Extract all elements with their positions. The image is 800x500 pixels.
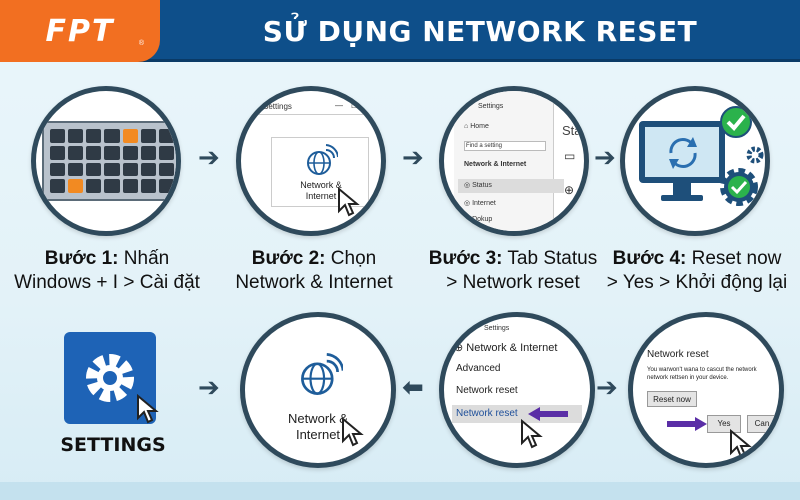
reset-now-button[interactable]: Reset now xyxy=(647,391,697,407)
dialog-title: Network reset xyxy=(647,349,709,360)
step3-text2: > Network reset xyxy=(446,272,580,294)
network-label-line2: Internet xyxy=(295,426,341,442)
nav-section: Network & Internet xyxy=(464,161,527,168)
dialog-body: You warwon't wana to cascut the network … xyxy=(647,367,757,381)
step4-label: Bước 4: xyxy=(612,248,687,269)
window-titlebar: Settings — ☐ ✕ xyxy=(241,99,381,115)
cursor-icon xyxy=(521,419,543,449)
menu-network-reset[interactable]: Network reset xyxy=(456,385,518,396)
check-icon xyxy=(720,106,752,138)
sync-icon xyxy=(669,137,697,169)
arrow-left-icon: ⬅ xyxy=(402,373,424,403)
keyboard-illustration xyxy=(42,121,176,201)
nav-status-label: Status xyxy=(472,182,492,189)
nav-dialup[interactable]: ◎ Dokup xyxy=(464,216,493,223)
step4-text1: Reset now xyxy=(686,248,782,269)
yes-button[interactable]: Yes xyxy=(707,415,741,433)
nav-home-label: Home xyxy=(470,123,489,130)
step2-label: Bước 2: xyxy=(251,248,326,269)
page-title: SỬ DỤNG NETWORK RESET xyxy=(262,14,698,48)
close-icon[interactable]: ✕ xyxy=(365,101,372,110)
nav-internet[interactable]: ◎ Internet xyxy=(464,200,496,207)
cursor-icon xyxy=(338,187,360,217)
search-input[interactable]: Find a setting xyxy=(464,141,546,151)
step4-caption: Bước 4: Reset now > Yes > Khởi động lại xyxy=(597,247,797,296)
logo-text: FPT xyxy=(45,13,115,49)
network-reset-dialog-circle: Network reset You warwon't wana to cascu… xyxy=(628,312,784,468)
gear-icon xyxy=(86,354,134,402)
logo-registered: ® xyxy=(138,40,144,47)
globe-wifi-icon xyxy=(301,353,343,395)
step2-circle: Settings — ☐ ✕ Network & Internet xyxy=(236,86,386,236)
step2-text2: Network & Internet xyxy=(235,272,393,294)
minimize-icon[interactable]: — xyxy=(335,101,343,110)
menu-header: ⊕ Network & Internet xyxy=(454,342,558,354)
arrow-right-icon xyxy=(667,417,707,431)
step2-caption: Bước 2: Chọn Network & Internet xyxy=(214,247,414,296)
settings-app-tile[interactable] xyxy=(64,332,159,424)
menu-header-label: Network & Internet xyxy=(466,342,558,354)
small-gear-icon xyxy=(746,146,764,164)
nav-dialup-label: Dokup xyxy=(472,216,493,223)
cursor-icon xyxy=(730,429,752,459)
monitor-icon xyxy=(639,121,725,201)
cursor-icon xyxy=(342,417,364,447)
step1-circle xyxy=(31,86,181,236)
gear-icon xyxy=(720,168,758,206)
window-title: Settings xyxy=(263,102,292,111)
network-circle[interactable]: Network & Internet xyxy=(240,312,396,468)
step1-caption: Bước 1: Nhấn Windows + I > Cài đặt xyxy=(7,247,207,296)
step1-text1: Nhấn xyxy=(118,248,170,269)
step3-circle: Settings ⌂ Home Find a setting Network &… xyxy=(439,86,589,236)
window-title: Settings xyxy=(478,103,504,110)
step3-caption: Bước 3: Tab Status > Network reset xyxy=(413,247,613,296)
header-bar: FPT ® SỬ DỤNG NETWORK RESET xyxy=(0,0,800,62)
nav-internet-label: Internet xyxy=(472,200,496,207)
status-heading: Stat xyxy=(562,123,586,138)
fpt-logo: FPT ® xyxy=(0,0,160,62)
nav-status[interactable]: ◎ Status xyxy=(458,179,564,193)
network-internet-tile[interactable]: Network & Internet xyxy=(271,137,369,207)
nav-home[interactable]: ⌂ Home xyxy=(464,123,489,130)
arrow-right-icon: ➔ xyxy=(198,143,220,173)
step4-circle xyxy=(620,86,770,236)
menu-network-reset-selected[interactable]: Network reset xyxy=(452,405,582,423)
arrow-right-icon: ➔ xyxy=(594,143,616,173)
arrow-right-icon: ➔ xyxy=(596,373,618,403)
maximize-icon[interactable]: ☐ xyxy=(351,101,359,110)
step2-text1: Chọn xyxy=(325,248,377,269)
tile-label-line2: Internet xyxy=(305,190,337,201)
cursor-icon xyxy=(137,394,159,424)
step4-text2: > Yes > Khởi động lại xyxy=(606,272,788,294)
arrow-right-icon: ➔ xyxy=(198,373,220,403)
settings-label: SETTINGS xyxy=(60,434,166,456)
step3-text1: Tab Status xyxy=(502,248,598,269)
footer-bar xyxy=(0,482,800,500)
step1-label: Bước 1: xyxy=(44,248,119,269)
monitor-icon: ▭ xyxy=(564,149,576,163)
network-label-line1: Network & xyxy=(288,411,348,426)
step1-text2: Windows + I > Cài đặt xyxy=(14,272,200,294)
globe-wifi-icon xyxy=(307,144,338,175)
menu-title: Settings xyxy=(484,325,510,332)
tile-label-line1: Network & xyxy=(300,180,342,190)
arrow-left-icon xyxy=(528,407,568,421)
arrow-right-icon: ➔ xyxy=(402,143,424,173)
cancel-button[interactable]: Can xyxy=(747,415,777,433)
menu-advanced[interactable]: Advanced xyxy=(456,363,501,374)
settings-nav-panel: Settings ⌂ Home Find a setting Network &… xyxy=(454,91,564,231)
globe-icon: ⊕ xyxy=(564,183,575,197)
step3-label: Bước 3: xyxy=(428,248,503,269)
network-reset-menu-circle: Settings ⊕ Network & Internet Advanced N… xyxy=(439,312,595,468)
